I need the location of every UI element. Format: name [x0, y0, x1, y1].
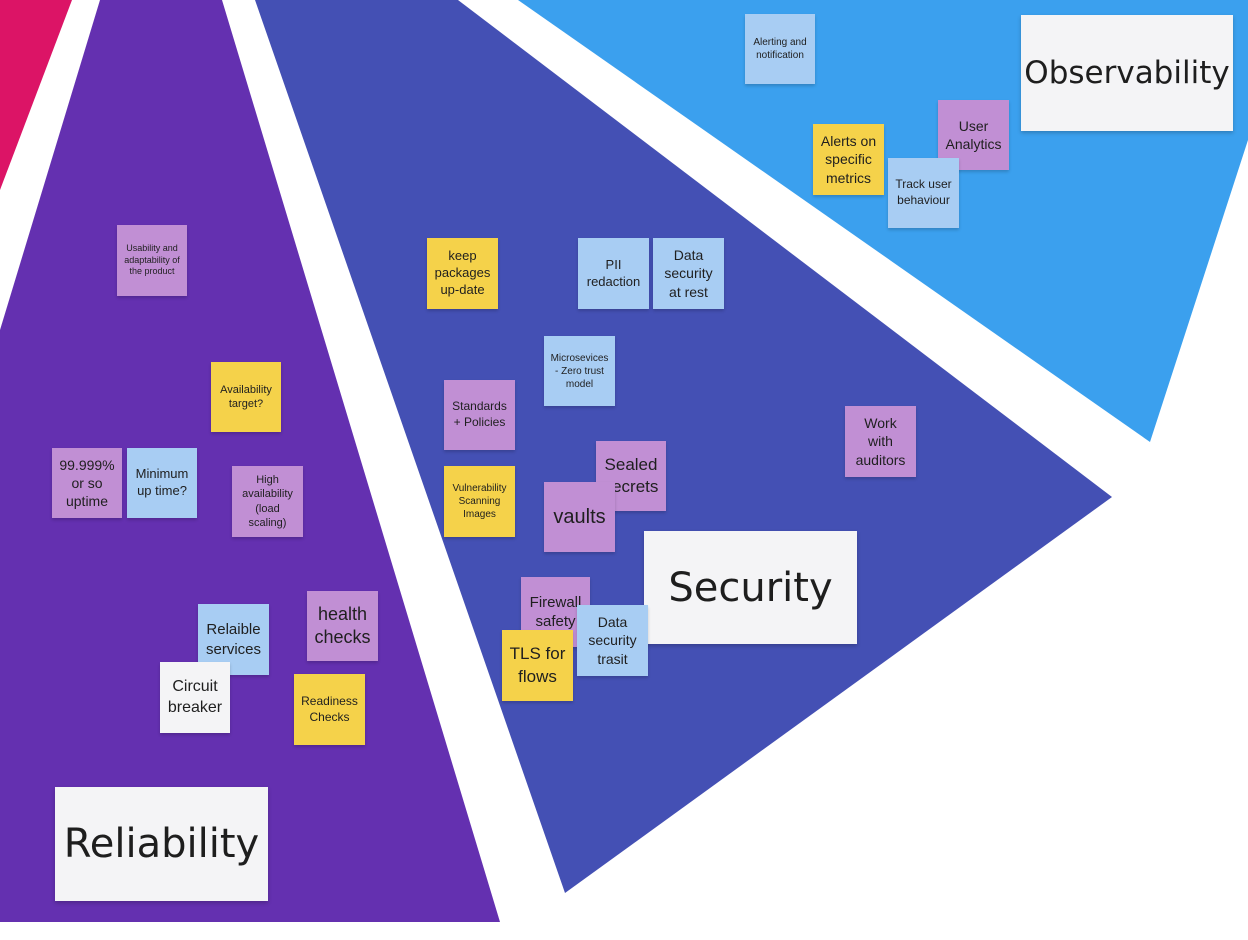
sticky-note-standards[interactable]: Standards + Policies	[444, 380, 515, 450]
sticky-note-minimum-uptime[interactable]: Minimum up time?	[127, 448, 197, 518]
sticky-note-work-auditors[interactable]: Work with auditors	[845, 406, 916, 477]
sticky-note-circuit-breaker[interactable]: Circuit breaker	[160, 662, 230, 733]
sticky-note-zero-trust[interactable]: Microsevices - Zero trust model	[544, 336, 615, 406]
sticky-note-pii[interactable]: PII redaction	[578, 238, 649, 309]
reliability-label: Reliability	[55, 787, 268, 901]
pink-sector	[0, 0, 72, 190]
sticky-note-track-user[interactable]: Track user behaviour	[888, 158, 959, 228]
security-label: Security	[644, 531, 857, 644]
sticky-note-data-transit[interactable]: Data security trasit	[577, 605, 648, 676]
security-sector	[255, 0, 1112, 893]
sticky-note-alerts-metrics[interactable]: Alerts on specific metrics	[813, 124, 884, 195]
sticky-note-alerting[interactable]: Alerting and notification	[745, 14, 815, 84]
sticky-note-health-checks[interactable]: health checks	[307, 591, 378, 661]
sticky-note-readiness[interactable]: Readiness Checks	[294, 674, 365, 745]
observability-label: Observability	[1021, 15, 1233, 131]
sticky-note-usability[interactable]: Usability and adaptability of the produc…	[117, 225, 187, 296]
sticky-note-vulnerability[interactable]: Vulnerability Scanning Images	[444, 466, 515, 537]
sticky-note-tls[interactable]: TLS for flows	[502, 630, 573, 701]
sticky-note-high-availability[interactable]: High availability (load scaling)	[232, 466, 303, 537]
sticky-note-vaults[interactable]: vaults	[544, 482, 615, 552]
sticky-note-data-rest[interactable]: Data security at rest	[653, 238, 724, 309]
sticky-note-keep-packages[interactable]: keep packages up-date	[427, 238, 498, 309]
sticky-note-uptime[interactable]: 99.999% or so uptime	[52, 448, 122, 518]
sticky-note-availability-target[interactable]: Availability target?	[211, 362, 281, 432]
